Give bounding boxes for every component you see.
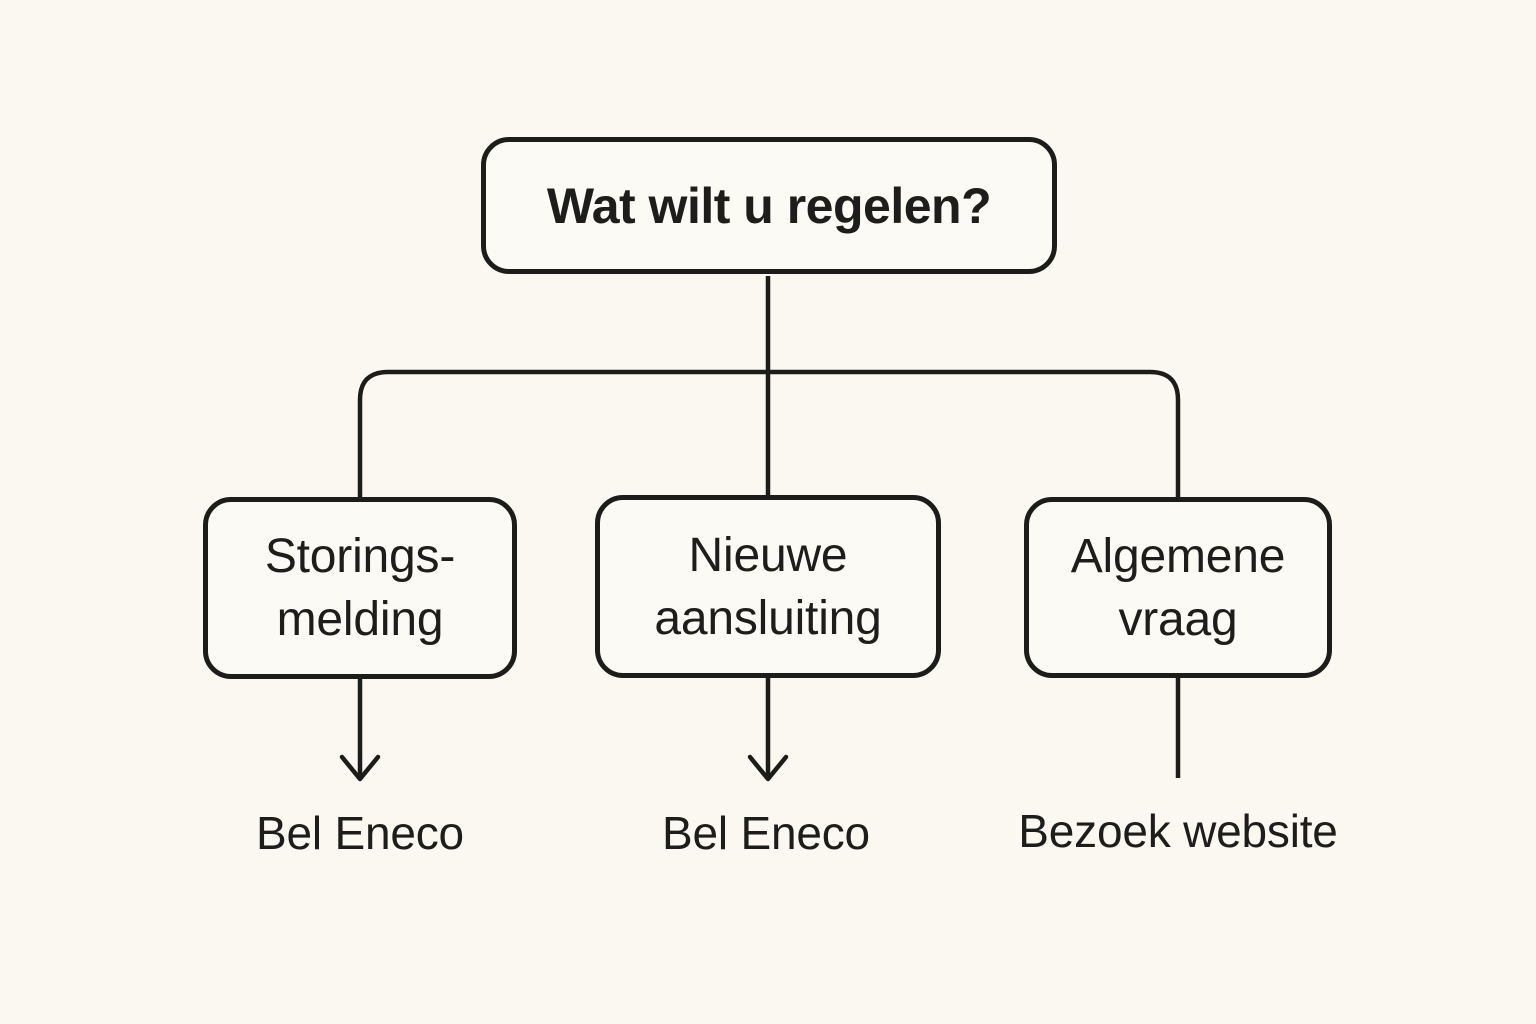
root-label: Wat wilt u regelen? (546, 177, 992, 234)
option-box-nieuwe-aansluiting: Nieuwe aansluiting (595, 495, 941, 678)
option-box-storingsmelding: Storings- melding (203, 497, 517, 679)
option-box-algemene-vraag: Algemene vraag (1024, 497, 1332, 678)
decision-box-root: Wat wilt u regelen? (481, 137, 1057, 274)
outcome-label-bel-eneco-2: Bel Eneco (662, 807, 870, 859)
option-label-line: Nieuwe (688, 528, 848, 582)
outcome-label-bel-eneco-1: Bel Eneco (256, 807, 464, 859)
connector-bus (357, 369, 1181, 497)
arrow-down-icon (339, 754, 381, 782)
option-label-line: aansluiting (654, 591, 882, 645)
option-label-line: melding (276, 593, 444, 646)
arrow-down-icon (747, 754, 789, 782)
option-label-line: Storings- (264, 530, 456, 583)
option-label-line: vraag (1118, 592, 1238, 646)
option-label-line: Algemene (1070, 529, 1286, 583)
outcome-label-bezoek-website: Bezoek website (1018, 805, 1338, 857)
